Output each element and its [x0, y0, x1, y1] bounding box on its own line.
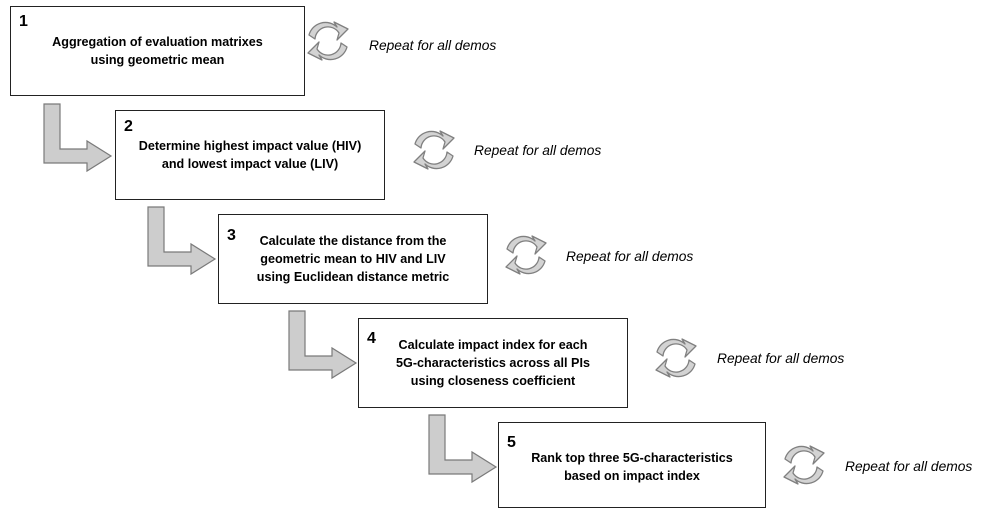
step-3-box: 3 Calculate the distance from the geomet…	[218, 214, 488, 304]
elbow-arrow-icon	[147, 206, 216, 275]
refresh-cycle-icon	[505, 235, 547, 275]
step-4-line-2: 5G-characteristics across all PIs	[396, 356, 590, 370]
step-4-box: 4 Calculate impact index for each 5G-cha…	[358, 318, 628, 408]
step-4-line-3: using closeness coefficient	[410, 374, 576, 388]
step-5-number: 5	[507, 434, 516, 451]
step-2-line-1: Determine highest impact value (HIV)	[138, 139, 362, 153]
step-4-line-1: Calculate impact index for each	[398, 338, 588, 352]
step-1-number: 1	[19, 13, 28, 30]
step-4-text: Calculate impact index for each 5G-chara…	[359, 336, 627, 390]
step-2-repeat-label: Repeat for all demos	[474, 143, 602, 158]
step-2-line-2: and lowest impact value (LIV)	[161, 157, 339, 171]
elbow-arrow-icon	[428, 414, 497, 483]
step-4-number: 4	[367, 330, 376, 347]
step-1-line-1: Aggregation of evaluation matrixes	[52, 35, 263, 49]
refresh-cycle-icon	[413, 130, 455, 170]
refresh-cycle-icon	[655, 338, 697, 378]
step-3-line-3: using Euclidean distance metric	[256, 270, 450, 284]
step-5-line-1: Rank top three 5G-characteristics	[531, 451, 733, 465]
elbow-arrow-icon	[43, 103, 112, 172]
step-3-text: Calculate the distance from the geometri…	[219, 232, 487, 286]
step-1-line-2: using geometric mean	[90, 53, 225, 67]
step-3-number: 3	[227, 227, 236, 244]
refresh-cycle-icon	[307, 21, 349, 61]
refresh-cycle-icon	[783, 445, 825, 485]
step-5-line-2: based on impact index	[564, 469, 700, 483]
step-3-line-1: Calculate the distance from the	[259, 234, 447, 248]
step-5-repeat-label: Repeat for all demos	[845, 459, 973, 474]
step-2-text: Determine highest impact value (HIV) and…	[116, 137, 384, 173]
step-5-text: Rank top three 5G-characteristics based …	[499, 449, 765, 485]
elbow-arrow-icon	[288, 310, 357, 379]
step-5-box: 5 Rank top three 5G-characteristics base…	[498, 422, 766, 508]
step-4-repeat-label: Repeat for all demos	[717, 351, 845, 366]
step-1-text: Aggregation of evaluation matrixes using…	[11, 33, 304, 69]
step-3-repeat-label: Repeat for all demos	[566, 249, 694, 264]
step-2-number: 2	[124, 118, 133, 135]
step-3-line-2: geometric mean to HIV and LIV	[260, 252, 446, 266]
step-1-box: 1 Aggregation of evaluation matrixes usi…	[10, 6, 305, 96]
step-1-repeat-label: Repeat for all demos	[369, 38, 497, 53]
step-2-box: 2 Determine highest impact value (HIV) a…	[115, 110, 385, 200]
